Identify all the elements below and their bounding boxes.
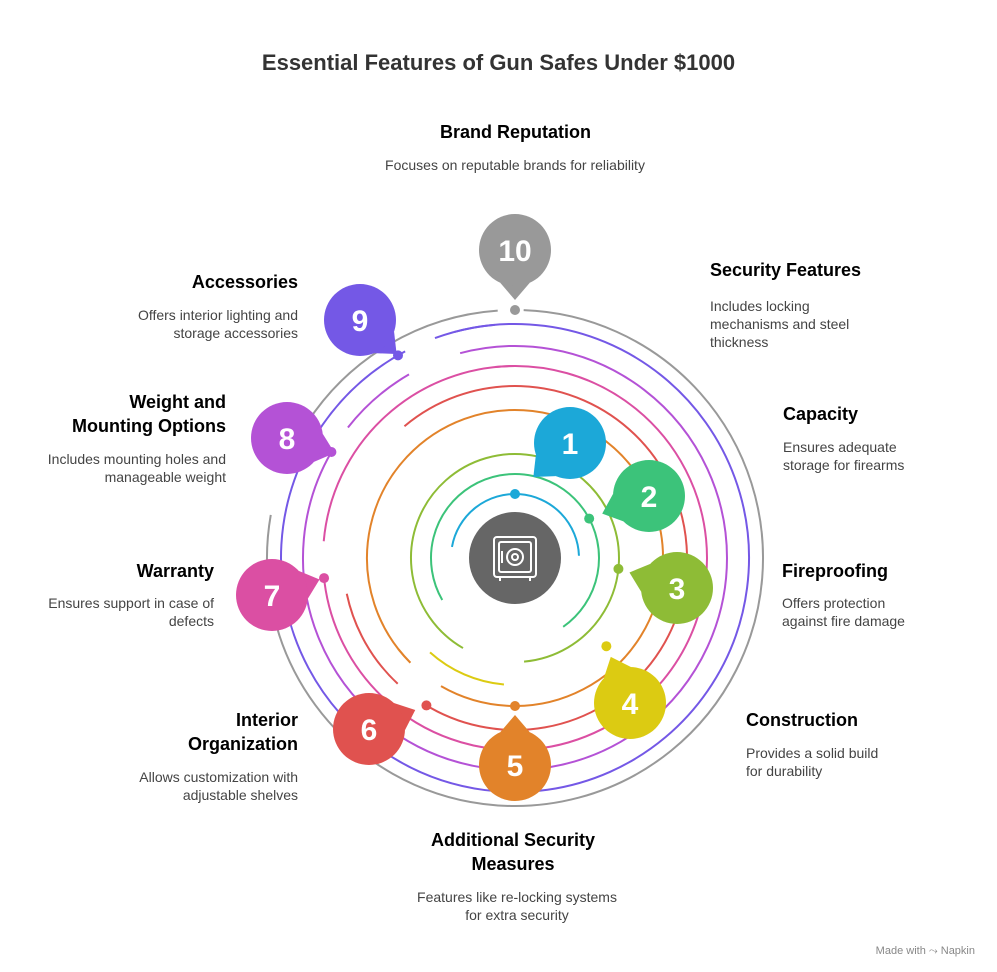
page-title: Essential Features of Gun Safes Under $1… — [261, 50, 736, 75]
ring-arc-9 — [279, 323, 750, 793]
ring-arc-6 — [403, 385, 688, 731]
ring-arc-7 — [322, 365, 516, 542]
bubble-circle-4 — [594, 667, 666, 739]
feature-description-8: Includes mounting holes and manageable w… — [47, 451, 226, 485]
feature-title-5: Additional Security Measures — [430, 830, 596, 874]
feature-description-9: Offers interior lighting and storage acc… — [137, 307, 298, 341]
bubble-number-3: 3 — [669, 573, 686, 606]
ring-marker-5 — [510, 701, 520, 711]
bubble-number-8: 8 — [279, 423, 296, 456]
ring-marker-10 — [510, 305, 520, 315]
ring-arc-5 — [397, 648, 412, 664]
bubble-circle-2 — [613, 460, 685, 532]
bubble-1: 1 — [533, 407, 606, 479]
bubble-pointer-3 — [629, 563, 651, 592]
bubble-circle-5 — [479, 729, 551, 801]
feature-description-10: Focuses on reputable brands for reliabil… — [385, 157, 645, 173]
feature-title-3: Fireproofing — [782, 561, 888, 581]
bubble-number-10: 10 — [498, 235, 531, 268]
bubble-8: 8 — [251, 402, 335, 474]
ring-marker-3 — [613, 563, 624, 574]
bubble-pointer-8 — [313, 433, 335, 462]
bubble-9: 9 — [324, 284, 397, 356]
feature-description-7: Ensures support in case of defects — [48, 595, 214, 629]
bubble-2: 2 — [602, 460, 685, 532]
bubble-pointer-10 — [500, 282, 530, 300]
bubble-number-7: 7 — [264, 580, 281, 613]
bubble-circle-7 — [236, 559, 308, 631]
feature-title-4: Construction — [746, 710, 858, 730]
feature-title-10: Brand Reputation — [440, 122, 591, 142]
bubble-circle-9 — [324, 284, 396, 356]
ring-marker-1 — [510, 489, 520, 499]
ring-marker-7 — [319, 573, 330, 584]
center-hub — [469, 512, 561, 604]
feature-description-1: Includes locking mechanisms and steel th… — [710, 298, 850, 350]
markers-group: 1 2 3 4 5 6 7 8 9 10 — [236, 214, 713, 801]
center-circle — [469, 512, 561, 604]
ring-arc-6 — [345, 593, 399, 685]
feature-description-5: Features like re-locking systems for ext… — [417, 889, 617, 923]
feature-description-4: Provides a solid build for durability — [746, 745, 879, 779]
feature-title-7: Warranty — [136, 561, 214, 581]
ring-arc-2 — [430, 473, 600, 628]
bubble-10: 10 — [479, 214, 551, 300]
ring-marker-2 — [584, 513, 595, 524]
bubble-5: 5 — [479, 715, 551, 801]
bubble-number-5: 5 — [507, 750, 524, 783]
footer-credit: Made with ⤳ Napkin — [876, 945, 975, 958]
bubble-circle-6 — [333, 693, 405, 765]
feature-title-6: Interior Organization — [187, 710, 298, 754]
bubble-7: 7 — [236, 559, 320, 631]
bubble-circle-3 — [641, 552, 713, 624]
feature-title-8: Weight and Mounting Options — [72, 392, 226, 436]
bubble-pointer-5 — [500, 715, 530, 733]
ring-marker-6 — [421, 700, 432, 711]
bubble-number-9: 9 — [352, 305, 369, 338]
ring-arc-10 — [266, 309, 764, 807]
ring-arc-8 — [347, 373, 410, 429]
ring-arc-4 — [429, 651, 505, 686]
bubble-6: 6 — [333, 693, 416, 765]
bubble-number-4: 4 — [622, 688, 639, 721]
bubble-3: 3 — [629, 552, 713, 624]
feature-description-6: Allows customization with adjustable she… — [139, 769, 298, 803]
footer-made-with: Made with — [875, 945, 926, 957]
bubble-pointer-7 — [298, 570, 320, 599]
ring-marker-4 — [601, 641, 612, 652]
feature-description-2: Ensures adequate storage for firearms — [783, 439, 905, 473]
ring-arc-9 — [454, 323, 495, 333]
bubble-number-2: 2 — [641, 481, 658, 514]
feature-title-2: Capacity — [783, 404, 859, 424]
footer-brand: Napkin — [940, 945, 975, 957]
bubble-circle-1 — [534, 407, 606, 479]
bubble-circle-10 — [479, 214, 551, 286]
feature-description-3: Offers protection against fire damage — [782, 595, 905, 629]
bubble-circle-8 — [251, 402, 323, 474]
feature-title-1: Security Features — [710, 260, 862, 280]
feature-title-9: Accessories — [191, 272, 298, 292]
safe-icon — [493, 536, 537, 581]
bubble-number-1: 1 — [562, 428, 579, 461]
bubble-4: 4 — [594, 656, 666, 739]
bubble-number-6: 6 — [361, 714, 378, 747]
napkin-logo-icon: ⤳ — [928, 945, 938, 957]
